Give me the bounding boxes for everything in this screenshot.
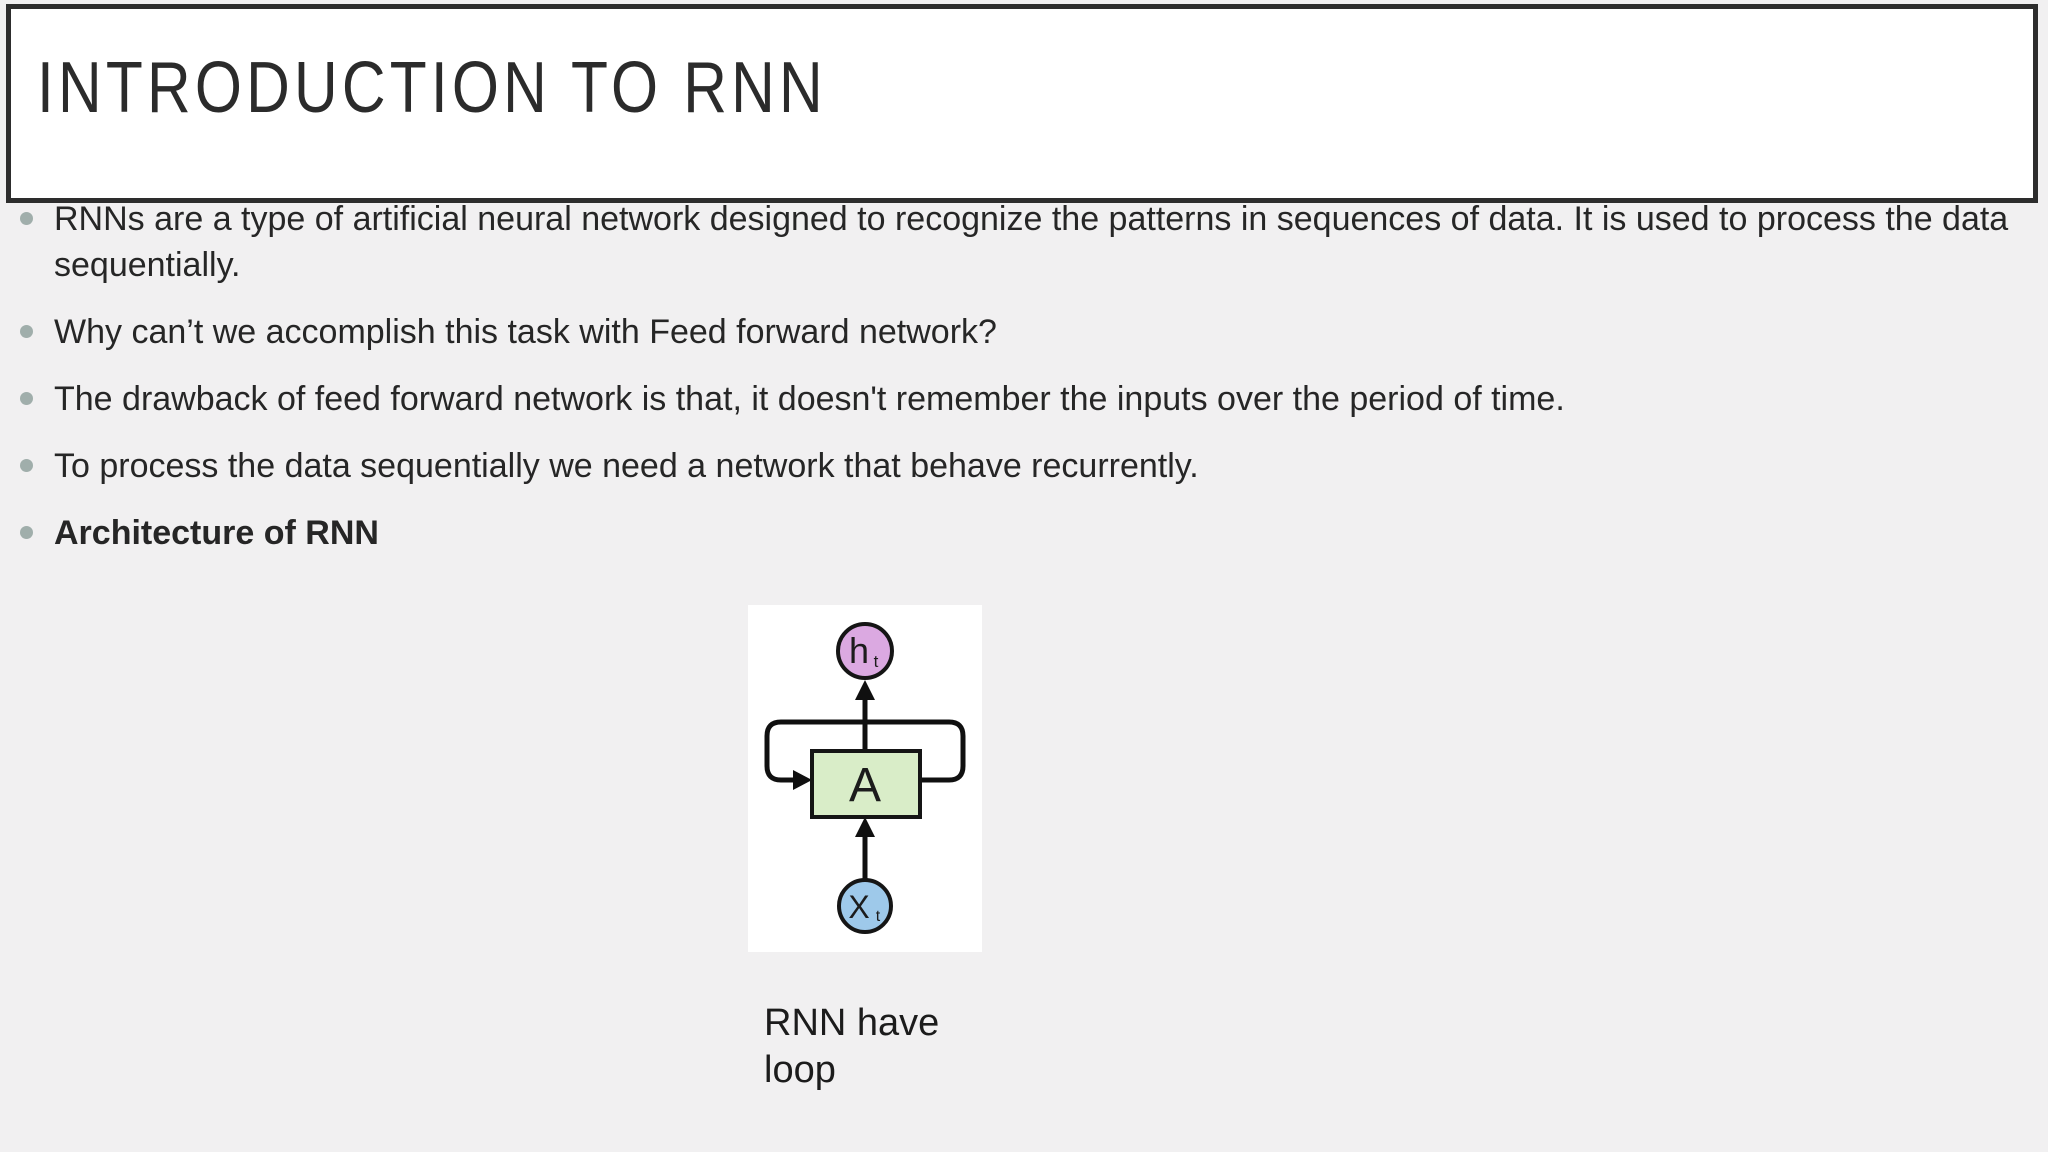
bullet-dot-icon	[20, 212, 33, 225]
bullet-dot-icon	[20, 526, 33, 539]
output-node-circle	[836, 622, 894, 680]
output-node-label: h	[849, 630, 869, 671]
bullet-item: Why can’t we accomplish this task with F…	[16, 309, 2016, 355]
bullet-text: RNNs are a type of artificial neural net…	[54, 200, 2009, 284]
bullet-text: The drawback of feed forward network is …	[54, 380, 1565, 418]
rnn-loop-diagram: h t A X t	[764, 622, 966, 934]
input-node-subscript: t	[876, 908, 881, 925]
slide-title: INTRODUCTION TO RNN	[37, 48, 827, 128]
bullet-text: Architecture of RNN	[54, 514, 379, 552]
rnn-diagram-image: h t A X t	[748, 605, 982, 952]
bullet-item: The drawback of feed forward network is …	[16, 376, 2016, 422]
bullet-item: RNNs are a type of artificial neural net…	[16, 196, 2016, 288]
input-arrowhead-icon	[855, 817, 875, 837]
input-node-circle	[837, 878, 893, 934]
diagram-caption-line2: loop	[764, 1049, 836, 1091]
rnn-cell-label: A	[849, 759, 881, 812]
output-arrowhead-icon	[855, 680, 875, 700]
bullet-dot-icon	[20, 325, 33, 338]
bullet-list: RNNs are a type of artificial neural net…	[16, 196, 2016, 577]
bullet-text: To process the data sequentially we need…	[54, 447, 1199, 485]
bullet-dot-icon	[20, 459, 33, 472]
title-box: INTRODUCTION TO RNN	[6, 4, 2038, 203]
bullet-item: To process the data sequentially we need…	[16, 443, 2016, 489]
bullet-item-architecture-heading: Architecture of RNN	[16, 510, 2016, 556]
bullet-dot-icon	[20, 392, 33, 405]
bullet-text: Why can’t we accomplish this task with F…	[54, 313, 997, 351]
rnn-cell-box	[810, 749, 922, 819]
input-node-label: X	[848, 889, 869, 925]
diagram-caption-line1: RNN have	[764, 1002, 940, 1044]
output-node-subscript: t	[874, 652, 879, 671]
loop-arrowhead-icon	[793, 770, 812, 790]
diagram-caption: RNN have loop	[764, 1000, 939, 1094]
